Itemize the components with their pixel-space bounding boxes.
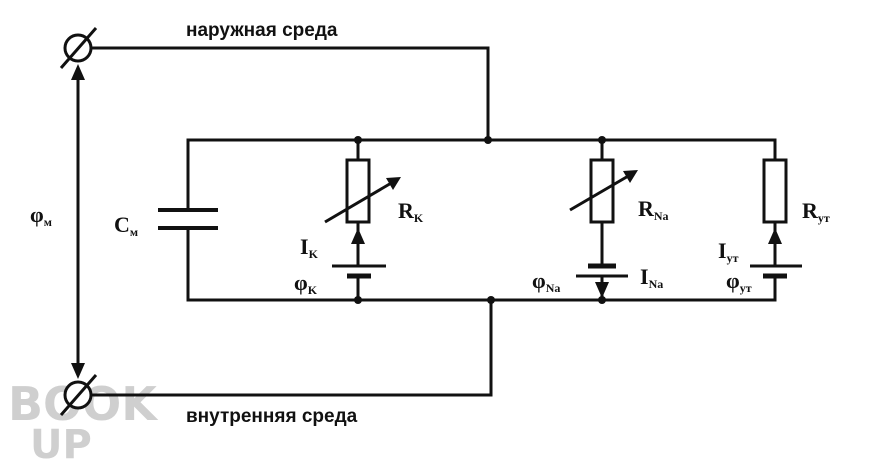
outer-terminal-wiring [88, 46, 493, 397]
leak-resistance-label: Rут [802, 198, 830, 225]
leak-branch [750, 138, 802, 302]
potassium-current-label: IK [300, 234, 319, 261]
outer-terminal [59, 27, 98, 69]
potassium-potential-label: φK [294, 270, 318, 297]
junction-dots [354, 136, 606, 304]
sodium-current-label: INa [640, 264, 663, 291]
leak-current-label: Iут [718, 238, 739, 265]
sodium-resistance-label: RNa [638, 196, 669, 223]
potassium-resistance-label: RK [398, 198, 424, 225]
sodium-branch [569, 138, 638, 302]
inner-terminal [59, 374, 98, 416]
capacitor-branch [158, 138, 218, 302]
leak-resistor [762, 158, 788, 224]
leak-current-arrow [768, 228, 782, 244]
outer-environment-label: наружная среда [186, 20, 338, 41]
membrane-potential-label: φм [30, 202, 52, 229]
membrane-rails [186, 138, 777, 302]
sodium-potential-label: φNa [532, 268, 560, 295]
watermark-up: UP [30, 422, 92, 465]
capacitance-label: Cм [114, 212, 138, 239]
potassium-resistor [345, 158, 371, 224]
membrane-potential-arrow [71, 64, 85, 379]
sodium-current-arrow [595, 282, 609, 298]
inner-environment-label: внутренняя среда [186, 406, 358, 427]
potassium-branch [324, 138, 401, 302]
potassium-current-arrow [351, 228, 365, 244]
leak-potential-label: φут [726, 268, 752, 295]
